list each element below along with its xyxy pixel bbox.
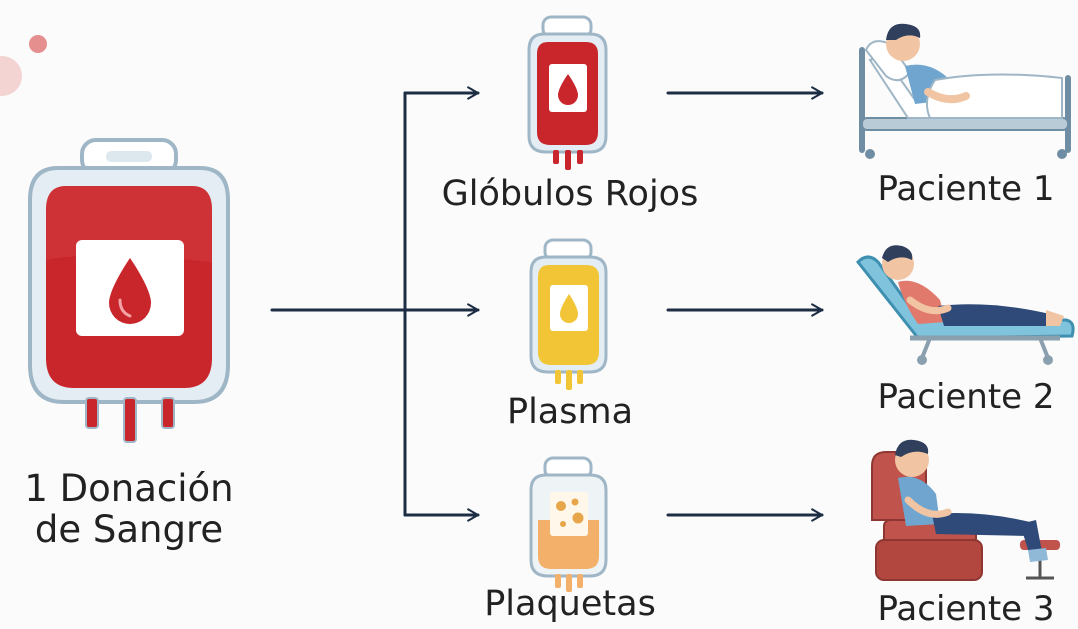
component-label-platelets: Plaquetas xyxy=(484,584,656,624)
connector-arrows xyxy=(270,86,824,522)
patient-label-2: Paciente 2 xyxy=(877,377,1055,417)
decorative-dots xyxy=(0,35,47,96)
donation-label-line-2: de Sangre xyxy=(34,508,224,552)
patient-label-3: Paciente 3 xyxy=(877,589,1055,629)
plasma-bag-icon xyxy=(529,238,608,390)
platelets-bag-icon xyxy=(529,456,608,592)
patient-label-1: Paciente 1 xyxy=(877,169,1055,209)
patient-1-hospital-bed-icon xyxy=(859,23,1071,159)
donation-blood-bag-icon xyxy=(28,138,230,443)
component-label-red-cells: Glóbulos Rojos xyxy=(441,174,699,214)
component-label-plasma: Plasma xyxy=(506,392,634,432)
donation-label: 1 Donación de Sangre xyxy=(0,468,258,551)
red-cells-bag-icon xyxy=(527,15,608,170)
donation-label-line-1: 1 Donación xyxy=(24,467,234,510)
patient-3-armchair-icon xyxy=(871,439,1060,581)
patient-2-reclining-chair-icon xyxy=(855,245,1075,365)
